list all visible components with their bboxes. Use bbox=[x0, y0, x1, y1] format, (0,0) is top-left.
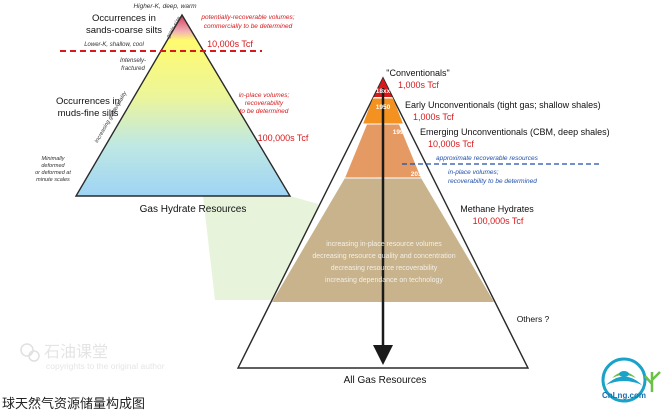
wechat-icon bbox=[20, 343, 34, 357]
watermark: 石油课堂 copyrights to the original author bbox=[20, 343, 165, 371]
inplace-line2: recoverability bbox=[245, 100, 284, 107]
conventionals-tcf: 1,000s Tcf bbox=[398, 80, 439, 90]
year-conventionals: 18xx bbox=[376, 88, 391, 95]
tip-label: Higher-K, deep, warm bbox=[133, 3, 197, 10]
early-tcf: 1,000s Tcf bbox=[413, 112, 454, 122]
arrow-text-line3: decreasing resource recoverability bbox=[331, 265, 438, 272]
right-inplace-line2: recoverability to be determined bbox=[448, 178, 537, 185]
hydrates-name: Methane Hydrates bbox=[460, 204, 534, 214]
zone-mid-line1: Occurrences in bbox=[56, 96, 120, 107]
tcf-top: 10,000s Tcf bbox=[207, 39, 253, 49]
conventionals-name: "Conventionals" bbox=[386, 68, 449, 78]
year-hydrates: 2030 bbox=[411, 171, 426, 178]
logo-leaf-icon bbox=[644, 371, 661, 392]
min-deformed-line4: minute scales bbox=[36, 177, 70, 183]
recoverable-line2: commercially to be determined bbox=[204, 23, 293, 30]
others-label: Others ? bbox=[517, 314, 550, 324]
fractured-line1: Intensely- bbox=[120, 58, 146, 64]
inplace-line3: to be determined bbox=[240, 108, 289, 115]
zone-top-line1: Occurrences in bbox=[92, 13, 156, 24]
year-emerging: 1990 bbox=[393, 129, 408, 136]
level-conventionals bbox=[374, 78, 392, 97]
watermark-main: 石油课堂 bbox=[44, 343, 108, 361]
arrow-text-line1: increasing in-place resource volumes bbox=[326, 241, 442, 248]
cnlng-logo: CnLng.com bbox=[601, 357, 661, 403]
min-deformed-line1: Minimally bbox=[42, 156, 66, 162]
early-name: Early Unconventionals (tight gas; shallo… bbox=[405, 100, 601, 110]
arrow-text-line4: increasing dependance on technology bbox=[325, 277, 443, 284]
inplace-line1: in-place volumes; bbox=[239, 92, 290, 99]
emerging-tcf: 10,000s Tcf bbox=[428, 139, 474, 149]
figure-caption: 球天然气资源储量构成图 bbox=[2, 397, 146, 412]
min-deformed-line2: deformed bbox=[41, 163, 65, 169]
arrow-text-line2: decreasing resource quality and concentr… bbox=[312, 253, 455, 260]
logo-text: CnLng.com bbox=[602, 391, 646, 400]
fractured-line2: fractured bbox=[121, 66, 145, 72]
boundary-label: Lower-K, shallow, cool bbox=[84, 42, 144, 48]
recoverable-line1: potentially-recoverable volumes; bbox=[200, 14, 294, 21]
hydrate-pyramid bbox=[74, 13, 292, 197]
min-deformed-line3: or deformed at bbox=[35, 170, 71, 176]
watermark-sub: copyrights to the original author bbox=[46, 361, 165, 371]
year-early: 1950 bbox=[376, 104, 391, 111]
zone-top-line2: sands-coarse silts bbox=[86, 25, 162, 36]
hydrate-title: Gas Hydrate Resources bbox=[140, 204, 247, 215]
zone-mid-line2: muds-fine silts bbox=[58, 108, 119, 119]
right-inplace-line1: in-place volumes; bbox=[448, 169, 499, 176]
hydrates-tcf: 100,000s Tcf bbox=[473, 216, 524, 226]
gas-title: All Gas Resources bbox=[344, 375, 427, 386]
approx-recoverable: approximate recoverable resources bbox=[436, 155, 539, 162]
tcf-bottom: 100,000s Tcf bbox=[258, 133, 309, 143]
emerging-name: Emerging Unconventionals (CBM, deep shal… bbox=[420, 127, 610, 137]
